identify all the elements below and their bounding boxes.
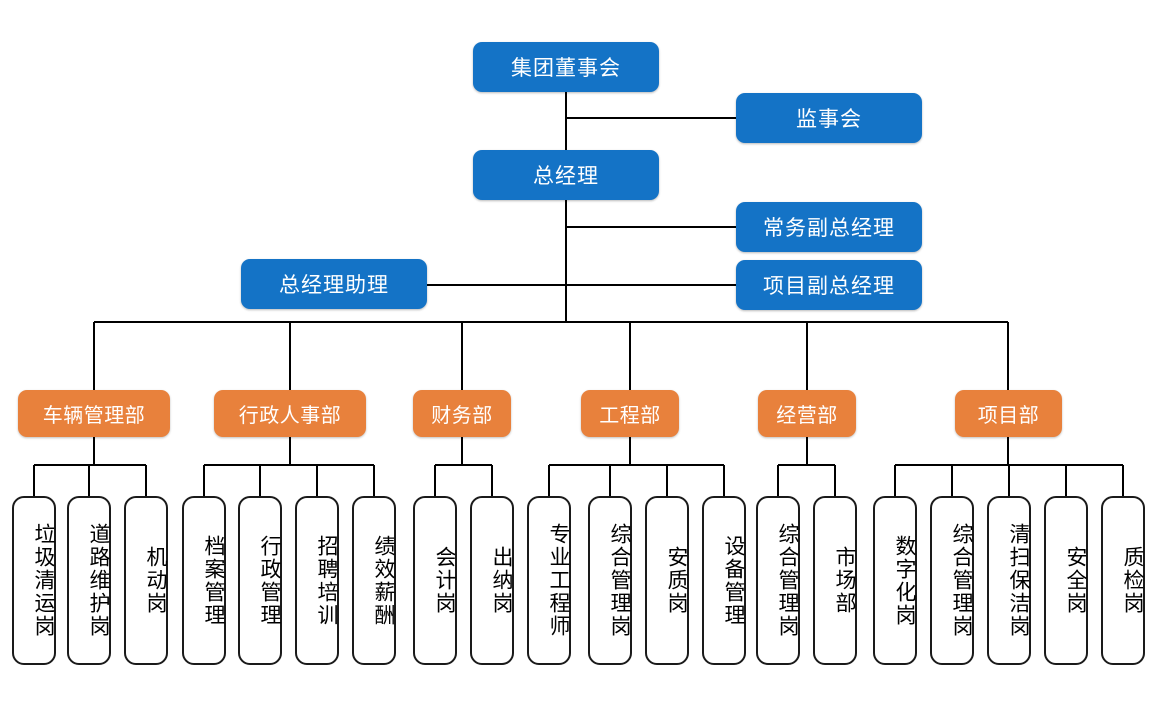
node-dept-admin-hr[interactable]: 行政人事部 bbox=[214, 390, 366, 437]
node-post-motor-pool[interactable]: 机动岗 bbox=[124, 496, 168, 665]
post-label: 绩效薪酬 bbox=[372, 534, 395, 627]
post-label: 综合管理岗 bbox=[950, 523, 973, 638]
post-label: 安全岗 bbox=[1064, 546, 1087, 615]
node-post-performance-pay[interactable]: 绩效薪酬 bbox=[352, 496, 396, 665]
node-post-accounting[interactable]: 会计岗 bbox=[413, 496, 457, 665]
node-post-equipment-mgmt[interactable]: 设备管理 bbox=[702, 496, 746, 665]
post-label: 招聘培训 bbox=[315, 534, 338, 627]
node-post-safety[interactable]: 安全岗 bbox=[1044, 496, 1088, 665]
post-label: 机动岗 bbox=[144, 546, 167, 615]
node-post-road-maintenance[interactable]: 道路维护岗 bbox=[67, 496, 111, 665]
post-label: 综合管理岗 bbox=[608, 523, 631, 638]
node-gm-assistant[interactable]: 总经理助理 bbox=[241, 259, 427, 309]
node-dept-finance[interactable]: 财务部 bbox=[413, 390, 511, 437]
node-supervisory[interactable]: 监事会 bbox=[736, 93, 922, 143]
node-post-digitalization[interactable]: 数字化岗 bbox=[873, 496, 917, 665]
node-dept-project[interactable]: 项目部 bbox=[955, 390, 1062, 437]
post-label: 行政管理 bbox=[258, 534, 281, 627]
node-general-manager[interactable]: 总经理 bbox=[473, 150, 659, 200]
post-label: 数字化岗 bbox=[893, 534, 916, 627]
node-post-ops-general-mgmt[interactable]: 综合管理岗 bbox=[756, 496, 800, 665]
node-dept-engineering[interactable]: 工程部 bbox=[581, 390, 679, 437]
post-label: 综合管理岗 bbox=[776, 523, 799, 638]
post-label: 档案管理 bbox=[202, 534, 225, 627]
node-post-waste-transport[interactable]: 垃圾清运岗 bbox=[12, 496, 56, 665]
node-exec-vice-gm[interactable]: 常务副总经理 bbox=[736, 202, 922, 252]
node-dept-operations[interactable]: 经营部 bbox=[758, 390, 856, 437]
post-label: 市场部 bbox=[833, 546, 856, 615]
post-label: 安质岗 bbox=[665, 546, 688, 615]
post-label: 会计岗 bbox=[433, 546, 456, 615]
node-post-admin-mgmt[interactable]: 行政管理 bbox=[238, 496, 282, 665]
node-project-vice-gm[interactable]: 项目副总经理 bbox=[736, 260, 922, 310]
node-post-eng-general-mgmt[interactable]: 综合管理岗 bbox=[588, 496, 632, 665]
node-post-cashier[interactable]: 出纳岗 bbox=[470, 496, 514, 665]
node-post-quality-check[interactable]: 质检岗 bbox=[1101, 496, 1145, 665]
post-label: 出纳岗 bbox=[490, 546, 513, 615]
post-label: 专业工程师 bbox=[547, 523, 570, 638]
post-label: 道路维护岗 bbox=[87, 523, 110, 638]
post-label: 垃圾清运岗 bbox=[32, 523, 55, 638]
post-label: 清扫保洁岗 bbox=[1007, 523, 1030, 638]
node-post-prj-general-mgmt[interactable]: 综合管理岗 bbox=[930, 496, 974, 665]
node-post-recruit-training[interactable]: 招聘培训 bbox=[295, 496, 339, 665]
node-post-cleaning[interactable]: 清扫保洁岗 bbox=[987, 496, 1031, 665]
node-post-safety-quality[interactable]: 安质岗 bbox=[645, 496, 689, 665]
post-label: 质检岗 bbox=[1121, 546, 1144, 615]
node-post-professional-eng[interactable]: 专业工程师 bbox=[527, 496, 571, 665]
node-post-market[interactable]: 市场部 bbox=[813, 496, 857, 665]
node-post-archive-mgmt[interactable]: 档案管理 bbox=[182, 496, 226, 665]
node-dept-vehicle-management[interactable]: 车辆管理部 bbox=[18, 390, 170, 437]
post-label: 设备管理 bbox=[722, 534, 745, 627]
node-board[interactable]: 集团董事会 bbox=[473, 42, 659, 92]
